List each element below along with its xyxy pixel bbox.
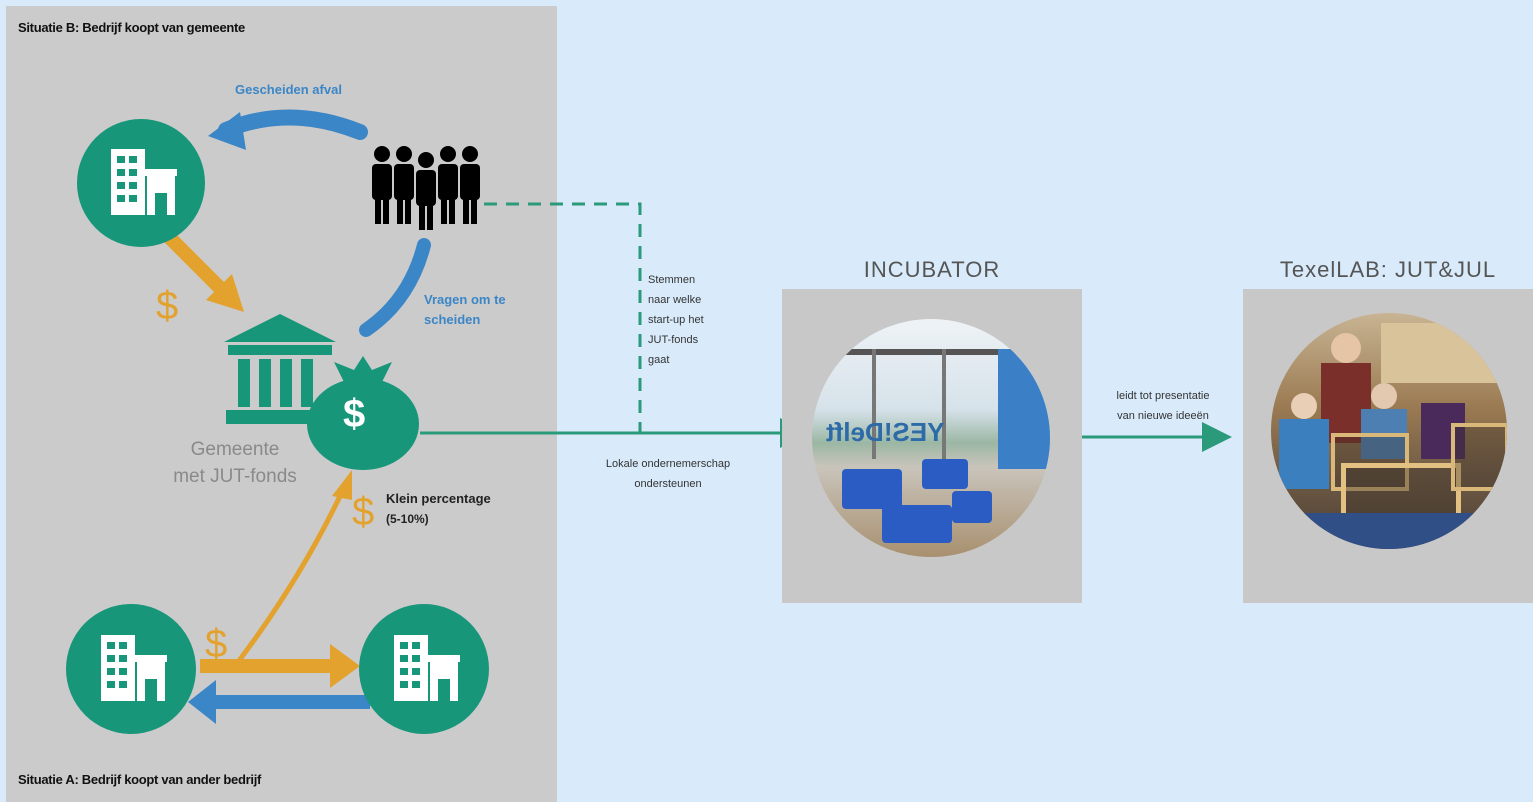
company-circle-b [77,119,205,247]
payment-arrow-b [163,231,229,297]
dollar-icon: $ [205,622,228,666]
company-circle-a2 [359,604,489,734]
dollar-icon: $ [156,284,179,328]
small-percentage-label: Klein percentage (5-10%) [386,491,491,526]
incubator-title: INCUBATOR [863,257,1001,282]
texellab-title: TexelLAB: JUT&JUL [1279,257,1497,282]
separated-waste-label: Gescheiden afval [235,82,342,97]
dollar-icon: $ [343,392,366,436]
percentage-arrowhead [332,470,352,500]
municipality-label: Gemeente met JUT-fonds [173,439,297,487]
support-local-label: Lokale ondernemerschap ondersteunen [605,458,731,490]
vote-label: Stemmen naar welke start-up het JUT-fond… [648,274,704,366]
texellab-box [1243,289,1533,603]
company-circle-a1 [66,604,196,734]
incubator-sign: YES!Delft [826,417,945,447]
money-bag-icon [307,356,419,470]
payment-arrowhead-a [330,644,360,688]
percentage-arrow [236,490,345,664]
leads-to-label: leidt tot presentatie van nieuwe ideeën [1116,390,1210,422]
payment-arrowhead-b [206,274,244,312]
ask-to-separate-label: Vragen om te scheiden [424,292,506,327]
bank-icon [224,314,336,424]
incubator-box: YES!Delft [782,289,1082,603]
vote-dashed-line [484,202,642,432]
goods-arrowhead-a [188,680,216,724]
incubator-photo: YES!Delft [812,319,1050,557]
separated-waste-arrow [218,109,368,140]
separated-waste-arrowhead [208,112,246,150]
texellab-photo [1271,313,1507,549]
situation-b-title: Situatie B: Bedrijf koopt van gemeente [18,20,245,35]
situation-a-title: Situatie A: Bedrijf koopt van ander bedr… [18,772,262,787]
people-group-icon [372,146,480,230]
ask-to-separate-arrow [359,238,431,337]
dollar-icon: $ [352,490,375,534]
